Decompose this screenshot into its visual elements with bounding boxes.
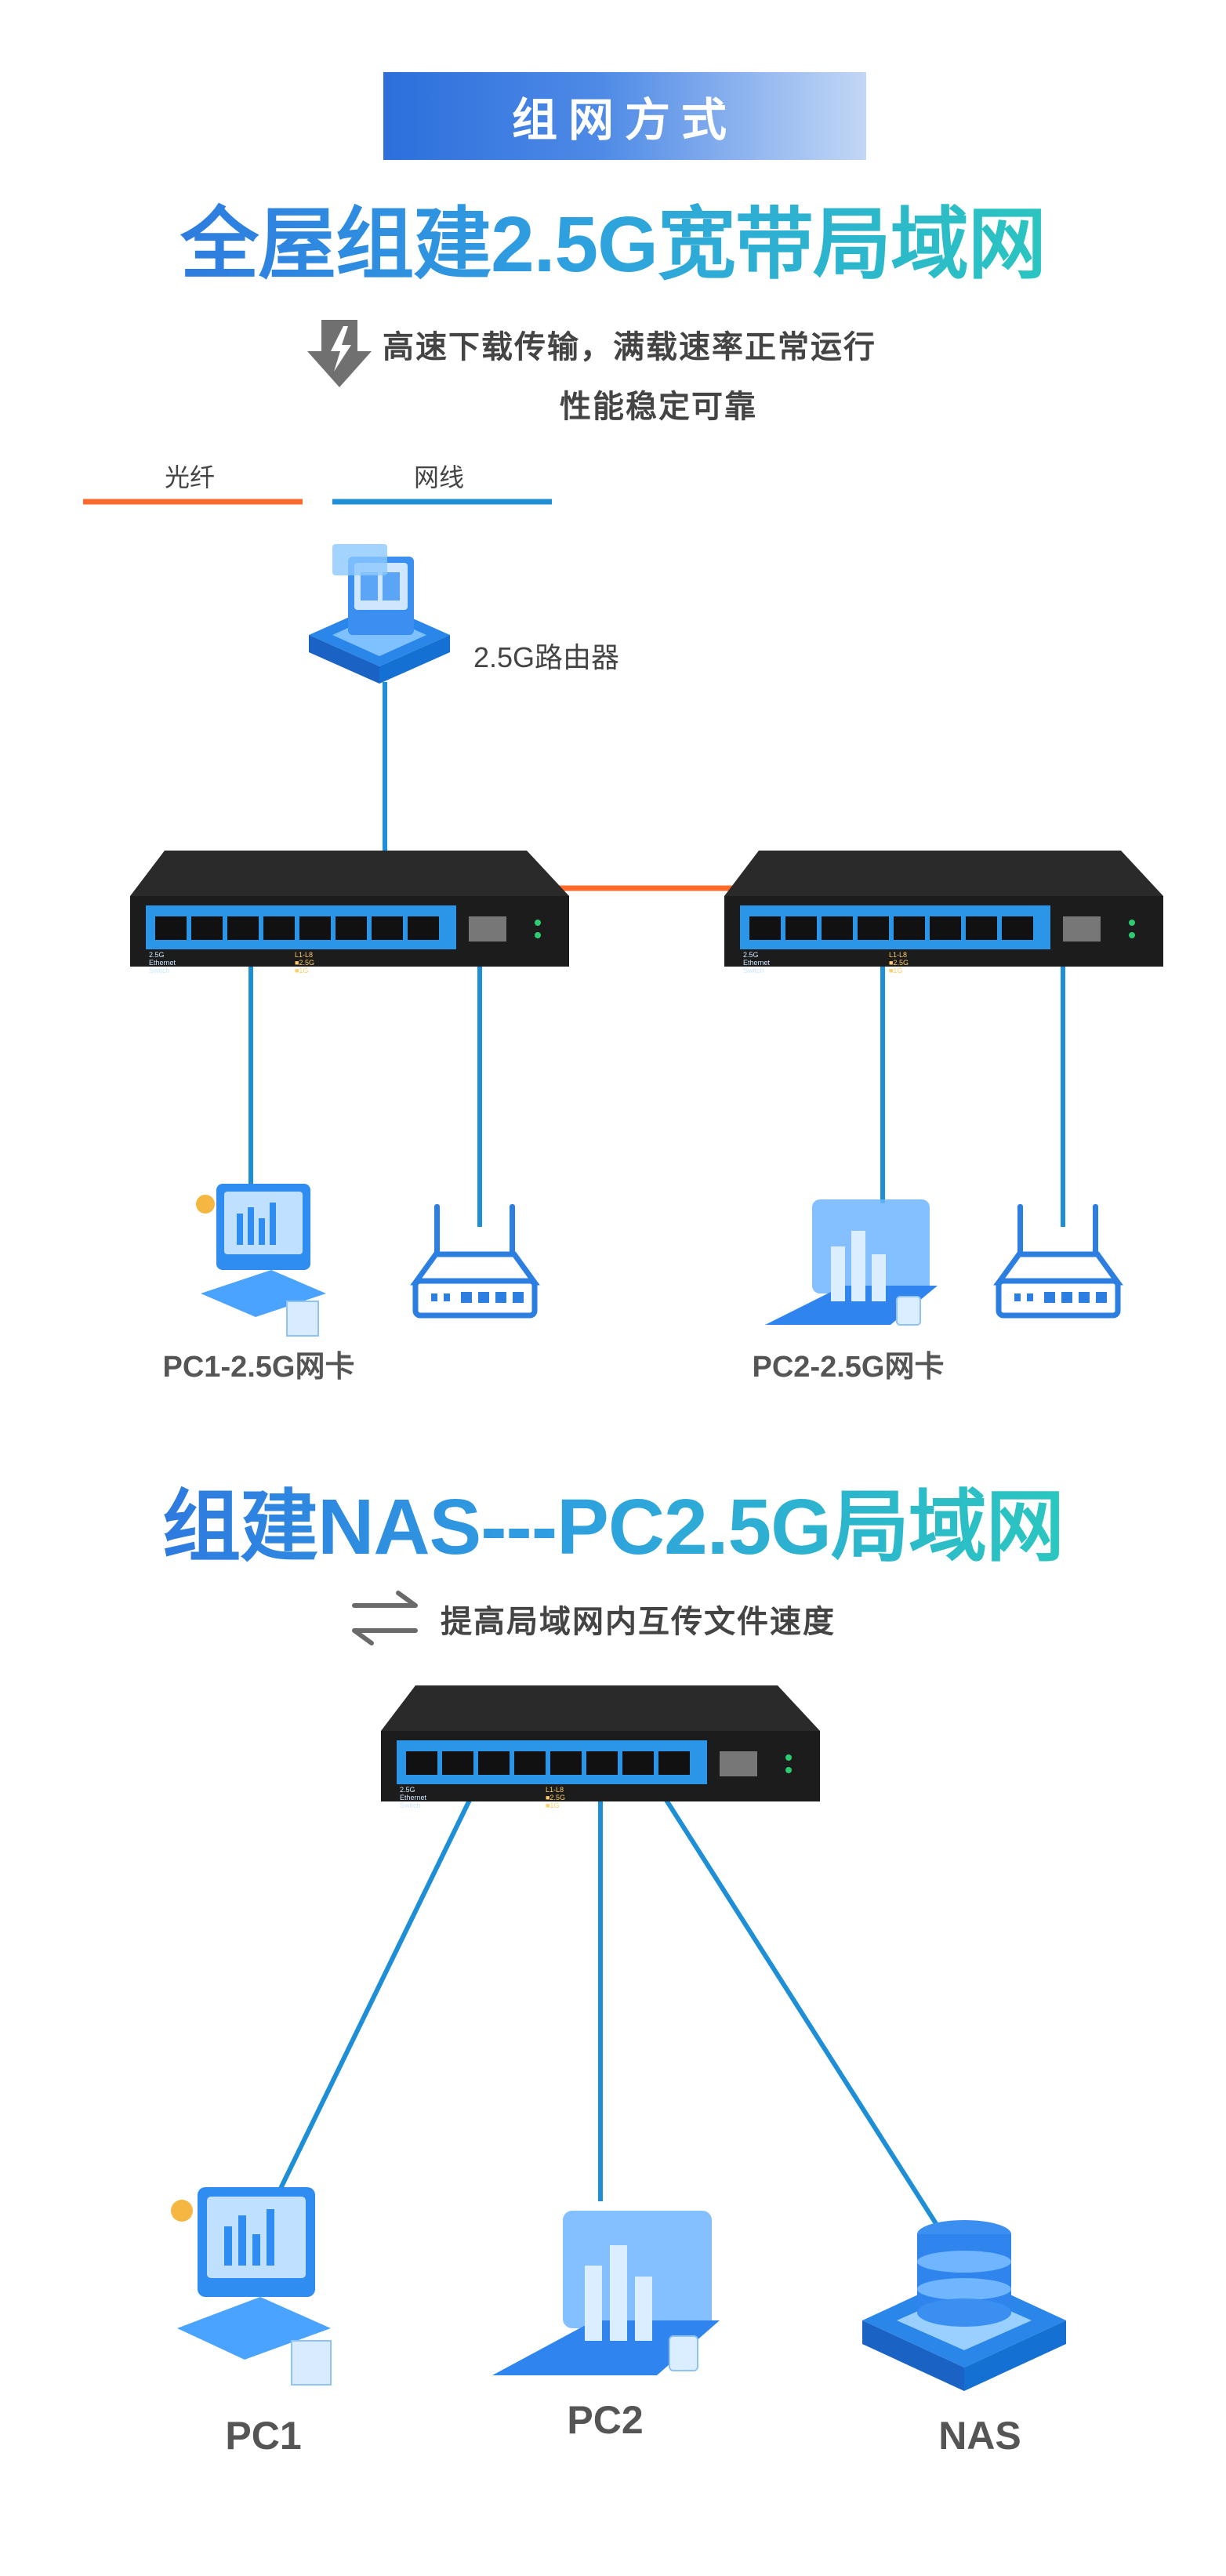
switch-brand: 2.5G Ethernet Switch bbox=[743, 951, 771, 974]
section2-title: 组建NAS---PC2.5G局域网 bbox=[0, 1480, 1226, 1574]
switch-icon bbox=[724, 851, 1163, 967]
pc2-label: PC2-2.5G网卡 bbox=[752, 1351, 945, 1384]
switch-led-legend: L1-L8 ■2.5G ■1G bbox=[889, 951, 909, 974]
switch-led-legend: L1-L8 ■2.5G ■1G bbox=[295, 951, 314, 974]
switch-icon bbox=[130, 851, 569, 967]
legend-cable-label: 网线 bbox=[414, 463, 465, 492]
section-banner: 组网方式 bbox=[383, 72, 866, 160]
switch-led-legend: L1-L8 ■2.5G ■1G bbox=[546, 1786, 565, 1809]
section1-subtitle-line2: 性能稳定可靠 bbox=[560, 390, 757, 424]
nas-label: NAS bbox=[938, 2414, 1021, 2458]
section1-title: 全屋组建2.5G宽带局域网 bbox=[0, 198, 1226, 292]
switch-brand: 2.5G Ethernet Switch bbox=[149, 951, 176, 974]
switch-brand: 2.5G Ethernet Switch bbox=[400, 1786, 427, 1809]
section1-subtitle-line1: 高速下载传输，满载速率正常运行 bbox=[383, 330, 876, 365]
switch-pc1-cable bbox=[272, 1794, 474, 2203]
switch-nas-cable bbox=[661, 1794, 939, 2226]
router-label: 2.5G路由器 bbox=[473, 641, 620, 673]
pc1-label: PC1-2.5G网卡 bbox=[162, 1351, 355, 1384]
pc2-label-2: PC2 bbox=[567, 2398, 644, 2442]
pc1-label-2: PC1 bbox=[225, 2414, 302, 2458]
switch-icon bbox=[381, 1685, 820, 1801]
section2-subtitle: 提高局域网内互传文件速度 bbox=[441, 1605, 836, 1639]
legend-fiber-label: 光纤 bbox=[165, 463, 216, 492]
